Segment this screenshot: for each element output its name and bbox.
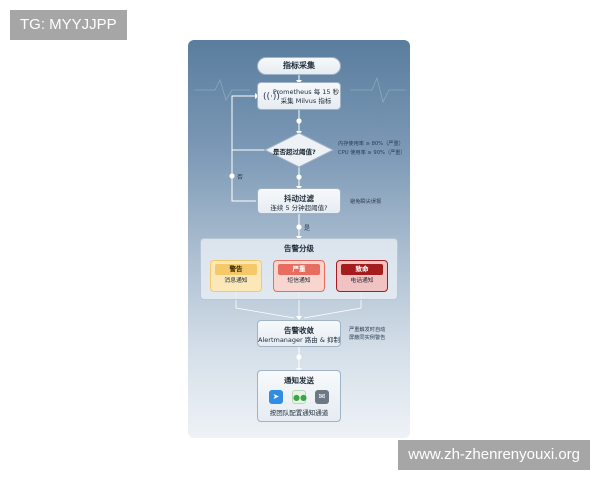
wechat-icon: ●● (292, 390, 307, 404)
level-warning: 警告 消息通知 (210, 260, 262, 292)
convergence-note-1: 严重触发时自动 (349, 327, 386, 333)
jitter-title: 抖动过滤 (284, 194, 314, 203)
convergence-title: 告警收敛 (284, 326, 314, 335)
threshold-note-2: CPU 使用率 ≥ 90%（严重） (338, 150, 406, 156)
level-severe: 严重 短信通知 (273, 260, 325, 292)
convergence-node: 告警收敛 Alertmanager 路由 & 抑制 (257, 320, 341, 347)
jitter-subtitle: 连续 5 分钟超阈值? (270, 204, 328, 212)
send-subtitle: 按团队配置通知通道 (269, 409, 329, 417)
no-label: 否 (237, 174, 244, 181)
signal-icon: ((·)) (263, 92, 280, 102)
collect-node: ((·)) Prometheus 每 15 秒 采集 Milvus 指标 (257, 82, 341, 110)
level-warning-tag: 警告 (215, 264, 257, 275)
level-severe-desc: 短信通知 (287, 278, 311, 284)
watermark-bottom: www.zh-zhenrenyouxi.org (398, 440, 590, 470)
feishu-icon: ➤ (269, 390, 283, 404)
level-fatal-desc: 电话通知 (350, 278, 374, 284)
convergence-note-2: 屏蔽同实例警告 (349, 335, 386, 341)
level-severe-tag: 严重 (278, 264, 320, 275)
level-warning-desc: 消息通知 (224, 278, 248, 284)
levels-title: 告警分级 (284, 244, 314, 253)
jitter-note: 避免瞬尖误报 (350, 199, 382, 205)
level-fatal-tag: 致命 (341, 264, 383, 275)
decision-label: 是否超过阈值? (273, 148, 316, 156)
mail-icon: ✉ (315, 390, 329, 404)
collect-line2: 采集 Milvus 指标 (280, 97, 332, 105)
convergence-subtitle: Alertmanager 路由 & 抑制 (258, 336, 340, 344)
watermark-top: TG: MYYJJPP (10, 10, 127, 40)
jitter-node: 抖动过滤 连续 5 分钟超阈值? (257, 188, 341, 214)
yes-label: 是 (304, 225, 311, 232)
collect-line1: Prometheus 每 15 秒 (272, 88, 340, 96)
level-fatal: 致命 电话通知 (336, 260, 388, 292)
header-pill: 指标采集 (257, 57, 341, 75)
threshold-note-1: 内存使用率 ≥ 80%（严重） (338, 141, 404, 147)
send-title: 通知发送 (284, 376, 314, 385)
